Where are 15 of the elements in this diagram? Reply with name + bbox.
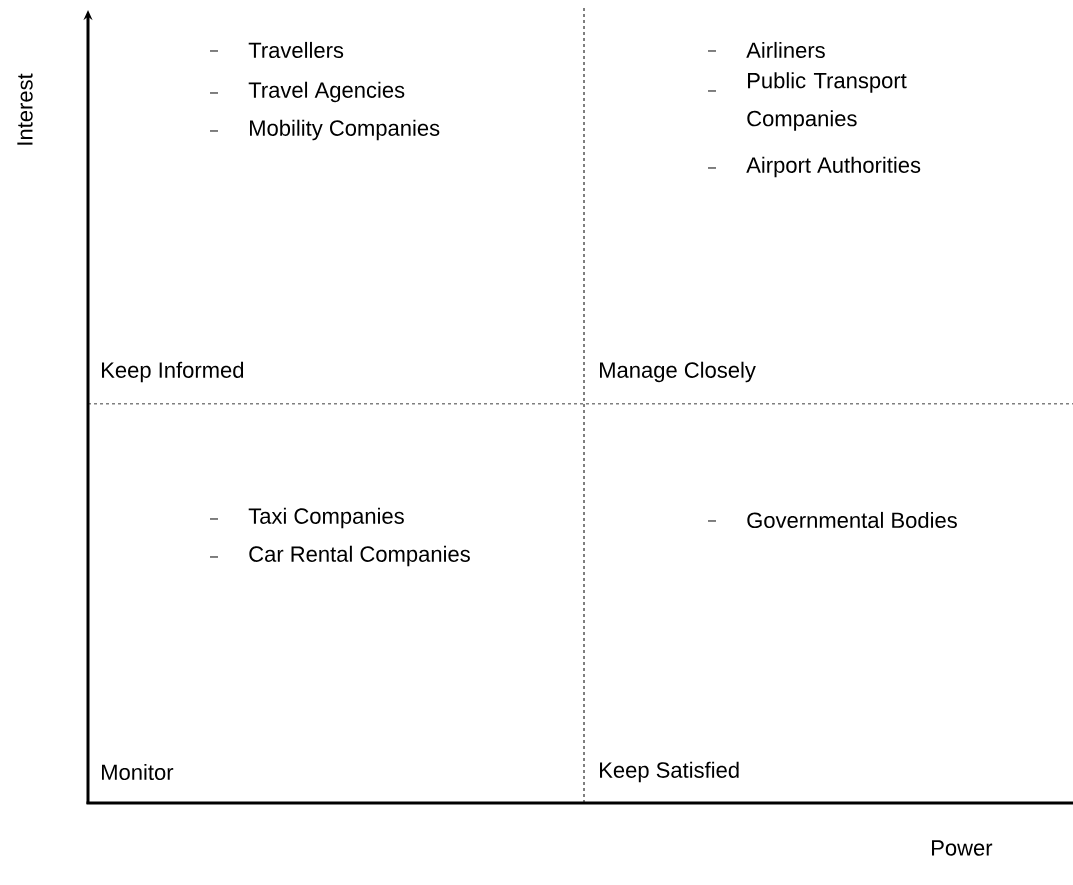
list-item: Car Rental Companies <box>209 545 470 567</box>
quadrant-label: Manage Closely <box>600 361 756 383</box>
axis-title: Interest <box>17 73 33 145</box>
list-item: Public Transport Companies <box>707 72 907 131</box>
list-item: Taxi Companies <box>209 507 404 529</box>
list-item: Travel Agencies <box>209 81 405 103</box>
list-item: Airport Authorities <box>707 156 921 178</box>
axis-title: Power <box>932 840 993 856</box>
list-item: Airliners <box>707 41 825 59</box>
list-item: Travellers <box>209 41 344 59</box>
quadrant-label: Keep Informed <box>102 361 244 383</box>
quadrant-label: Keep Satisfied <box>600 761 739 783</box>
list-item: Mobility Companies <box>209 119 440 141</box>
list-item: Governmental Bodies <box>707 511 957 529</box>
quadrant-label: Monitor <box>102 763 174 781</box>
